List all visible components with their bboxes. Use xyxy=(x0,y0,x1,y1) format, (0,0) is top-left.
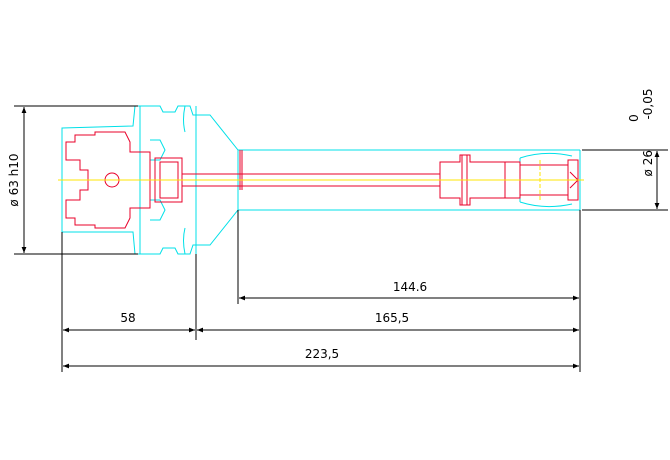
holder-outline xyxy=(61,105,581,255)
flange-diameter-label: ø 63 h10 xyxy=(7,153,21,206)
shank-tolerance-lower: -0,05 xyxy=(641,88,655,119)
dimension-lines xyxy=(14,105,668,372)
dimension-labels: ø 63 h10 ø 26 0 -0,05 144.6 58 165,5 223… xyxy=(7,88,655,361)
shank-diameter-label: ø 26 xyxy=(641,150,655,176)
total-length-label: 223,5 xyxy=(305,347,339,361)
internal-contour xyxy=(65,131,579,229)
center-axis xyxy=(58,160,584,200)
shank-tolerance-upper: 0 xyxy=(627,114,641,122)
reach-length-label: 144.6 xyxy=(393,280,427,294)
projection-length-label: 165,5 xyxy=(375,311,409,325)
flange-length-label: 58 xyxy=(120,311,135,325)
